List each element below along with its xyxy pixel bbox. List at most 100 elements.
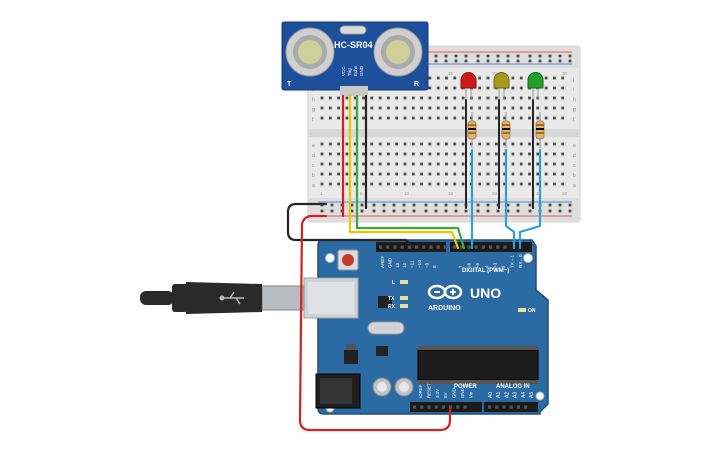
rail-hole: [320, 209, 324, 213]
header-holes: [379, 245, 528, 409]
breadboard-hole: [395, 162, 399, 166]
breadboard-hole: [345, 162, 349, 166]
crystal-oscillator: [367, 321, 405, 335]
column-number: 30: [562, 191, 568, 196]
breadboard-hole: [553, 106, 556, 110]
breadboard-hole: [561, 152, 565, 156]
breadboard-hole: [503, 172, 506, 176]
breadboard-hole: [470, 106, 473, 110]
breadboard-hole: [320, 116, 324, 120]
breadboard-hole: [428, 142, 432, 146]
breadboard-hole: [519, 86, 523, 90]
breadboard-hole: [511, 152, 515, 156]
breadboard-hole: [486, 76, 490, 80]
rail-hole: [372, 209, 376, 213]
rail-hole: [360, 209, 364, 213]
header-hole: [386, 245, 390, 249]
row-letter: d: [573, 153, 576, 159]
arduino-logo-icon: [427, 284, 463, 300]
digital-pin-label: ~9: [424, 262, 429, 268]
rail-hole: [424, 203, 428, 207]
breadboard-hole: [378, 96, 382, 100]
breadboard-hole: [511, 86, 515, 90]
wire-black-gnd: [286, 202, 416, 250]
rail-hole: [476, 59, 480, 63]
breadboard-hole: [553, 182, 556, 186]
header-hole: [422, 245, 426, 249]
rail-hole: [402, 209, 406, 213]
breadboard-hole: [345, 172, 349, 176]
led-rx: [400, 304, 408, 308]
sensor-model-label: HC-SR04: [334, 40, 373, 50]
breadboard-hole: [478, 142, 482, 146]
breadboard-hole: [337, 162, 340, 166]
breadboard-hole: [353, 96, 357, 100]
breadboard-hole: [561, 182, 565, 186]
breadboard-hole: [403, 142, 407, 146]
rail-hole: [496, 209, 500, 213]
breadboard-hole: [387, 96, 390, 100]
breadboard-hole: [486, 182, 490, 186]
breadboard-hole: [553, 116, 556, 120]
breadboard-hole: [544, 76, 548, 80]
breadboard-hole: [420, 106, 423, 110]
breadboard-hole: [337, 116, 340, 120]
rail-hole: [528, 54, 532, 58]
breadboard-hole: [362, 106, 365, 110]
breadboard-hole: [519, 96, 523, 100]
header-hole: [474, 245, 478, 249]
breadboard-hole: [453, 152, 457, 156]
rail-hole: [516, 54, 520, 58]
rail-hole: [382, 209, 386, 213]
breadboard-hole: [411, 116, 415, 120]
breadboard-hole: [544, 172, 548, 176]
header-hole: [516, 405, 520, 409]
breadboard-hole: [370, 116, 374, 120]
sensor-pin-vcc: VCC: [341, 66, 346, 76]
analog-pin-label: A1: [496, 392, 502, 398]
breadboard-hole: [553, 152, 556, 156]
breadboard-hole: [395, 96, 399, 100]
breadboard-hole: [445, 152, 448, 156]
led-label-tx: TX: [388, 296, 395, 302]
breadboard-hole: [428, 106, 432, 110]
rail-hole: [538, 59, 542, 63]
breadboard-hole: [453, 96, 457, 100]
digital-pin-label: AREF: [380, 256, 385, 268]
breadboard-hole: [411, 172, 415, 176]
breadboard-hole: [461, 106, 465, 110]
rail-hole: [528, 209, 532, 213]
breadboard-hole: [370, 142, 374, 146]
breadboard-hole: [420, 182, 423, 186]
breadboard-hole: [478, 162, 482, 166]
row-letter: e: [312, 143, 315, 149]
rail-hole: [444, 203, 448, 207]
breadboard-hole: [536, 106, 540, 110]
wire-green: [355, 94, 466, 250]
breadboard-hole: [445, 106, 448, 110]
breadboard-hole: [561, 96, 565, 100]
header-hole: [429, 245, 433, 249]
breadboard-hole: [428, 152, 432, 156]
breadboard-hole: [461, 172, 465, 176]
breadboard-hole: [536, 182, 540, 186]
wire-blue: [504, 148, 516, 250]
rail-hole: [548, 59, 552, 63]
breadboard-hole: [519, 142, 523, 146]
breadboard-hole: [536, 116, 540, 120]
row-letter: a: [573, 183, 576, 189]
breadboard-hole: [420, 162, 423, 166]
breadboard-hole: [378, 106, 382, 110]
breadboard-hole: [478, 76, 482, 80]
breadboard-hole: [345, 116, 349, 120]
rail-hole: [558, 59, 562, 63]
header-hole: [481, 245, 485, 249]
rail-hole: [516, 203, 520, 207]
rail-hole: [454, 54, 458, 58]
header-hole: [502, 405, 506, 409]
breadboard-hole: [428, 182, 432, 186]
breadboard-hole: [486, 152, 490, 156]
breadboard-hole: [461, 96, 465, 100]
led-label-l: L: [392, 280, 395, 286]
